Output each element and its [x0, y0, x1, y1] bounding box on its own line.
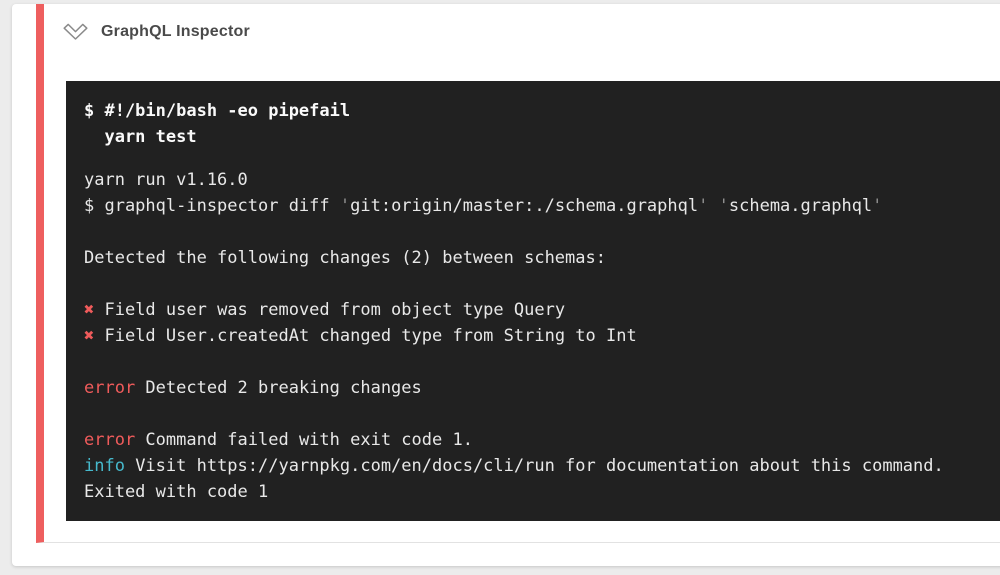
terminal-text-segment: ': [718, 196, 729, 216]
terminal-text-segment: Field user was removed from object type …: [94, 300, 566, 320]
terminal-line: $ graphql-inspector diff 'git:origin/mas…: [84, 193, 1000, 219]
terminal-text-segment: Detected 2 breaking changes: [135, 378, 422, 398]
terminal-text-segment: git:origin/master:./schema.graphql: [350, 196, 699, 216]
terminal-text-segment: Visit https://yarnpkg.com/en/docs/cli/ru…: [124, 456, 944, 476]
terminal-line: ✖ Field User.createdAt changed type from…: [84, 323, 1000, 349]
terminal-text-segment: ': [698, 196, 709, 216]
terminal-text-segment: ✖: [84, 300, 95, 320]
terminal-text-segment: Exited with code 1: [84, 482, 269, 502]
terminal-blank-line: [84, 271, 1000, 297]
terminal-text-segment: $ #!/bin/bash -eo pipefail: [84, 101, 351, 121]
terminal-line: yarn run v1.16.0: [84, 167, 1000, 193]
build-step-card: GraphQL Inspector $ #!/bin/bash -eo pipe…: [12, 4, 1000, 566]
terminal-line: yarn test: [84, 124, 1000, 150]
terminal-line: info Visit https://yarnpkg.com/en/docs/c…: [84, 453, 1000, 479]
terminal-output: $ #!/bin/bash -eo pipefail yarn test yarn…: [66, 81, 1000, 521]
terminal-text-segment: Command failed with exit code 1.: [135, 430, 473, 450]
terminal-text-segment: Detected the following changes (2) betwe…: [84, 248, 606, 268]
terminal-text-segment: yarn run v1.16.0: [84, 170, 248, 190]
terminal-text-segment: Field User.createdAt changed type from S…: [94, 326, 637, 346]
terminal-text-segment: error: [84, 378, 136, 398]
terminal-text-segment: error: [84, 430, 136, 450]
step-header[interactable]: GraphQL Inspector: [44, 4, 1000, 42]
terminal-text-segment: [708, 196, 718, 216]
terminal-line: Detected the following changes (2) betwe…: [84, 245, 1000, 271]
terminal-line: error Command failed with exit code 1.: [84, 427, 1000, 453]
terminal-line: $ #!/bin/bash -eo pipefail: [84, 98, 1000, 124]
terminal-text-segment: ': [872, 196, 883, 216]
terminal-text-segment: ✖: [84, 326, 95, 346]
terminal-line: Exited with code 1: [84, 479, 1000, 505]
failed-step-section: GraphQL Inspector $ #!/bin/bash -eo pipe…: [36, 4, 1000, 543]
terminal-text-segment: yarn test: [84, 127, 197, 147]
terminal-text-segment: ': [339, 196, 351, 216]
terminal-text-segment: $ graphql-inspector diff: [84, 196, 340, 216]
step-title: GraphQL Inspector: [101, 23, 250, 40]
terminal-line: error Detected 2 breaking changes: [84, 375, 1000, 401]
terminal-blank-line: [84, 219, 1000, 245]
terminal-text-segment: info: [84, 456, 125, 476]
terminal-text-segment: schema.graphql: [728, 196, 873, 216]
terminal-line: ✖ Field user was removed from object typ…: [84, 297, 1000, 323]
terminal-blank-line: [84, 401, 1000, 427]
terminal-blank-line: [84, 349, 1000, 375]
chevron-down-icon[interactable]: [62, 22, 89, 42]
terminal-blank-line: [84, 150, 1000, 167]
